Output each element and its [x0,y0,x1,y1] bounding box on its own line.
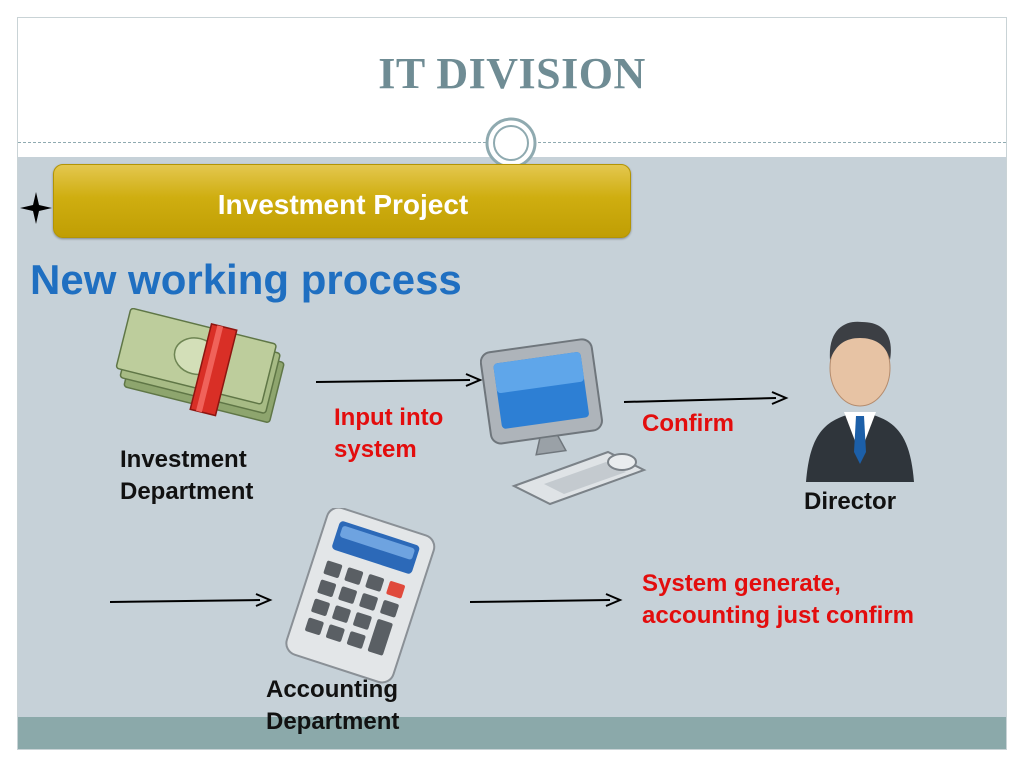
arrow-to-accounting [109,593,273,607]
computer-icon [480,338,647,506]
confirm-label: Confirm [642,410,734,437]
system-generate-label: System generate, accounting just confirm [642,568,914,632]
investment-department-label: Investment Department [120,444,253,508]
calculator-icon [285,508,436,684]
arrow-accounting-to-output [469,593,623,607]
director-label: Director [804,488,897,515]
director-icon [806,321,914,482]
separator-circle-icon [485,117,537,169]
label-line: system [334,436,417,463]
label-line: Department [266,708,400,735]
money-icon [115,308,285,423]
arrow-system-to-director [623,391,789,405]
accounting-department-label: Accounting Department [266,674,399,738]
label-line: Accounting [266,676,398,703]
slide-title: IT DIVISION [378,49,646,98]
banner-label: Investment Project [217,189,469,220]
label-line: Input into [334,404,444,431]
bullet-star-icon [20,192,52,224]
label-line: Investment [120,446,247,473]
label-line: System generate, [642,570,841,597]
slide-frame [17,17,1007,750]
label-line: accounting just confirm [642,602,915,629]
input-into-system-label: Input into system [334,402,443,466]
process-heading: New working process [30,256,462,303]
label-line: Department [120,478,254,505]
section-banner: Investment Project [53,164,631,238]
footer-bar [18,717,1006,749]
arrow-investment-to-system [315,373,483,387]
